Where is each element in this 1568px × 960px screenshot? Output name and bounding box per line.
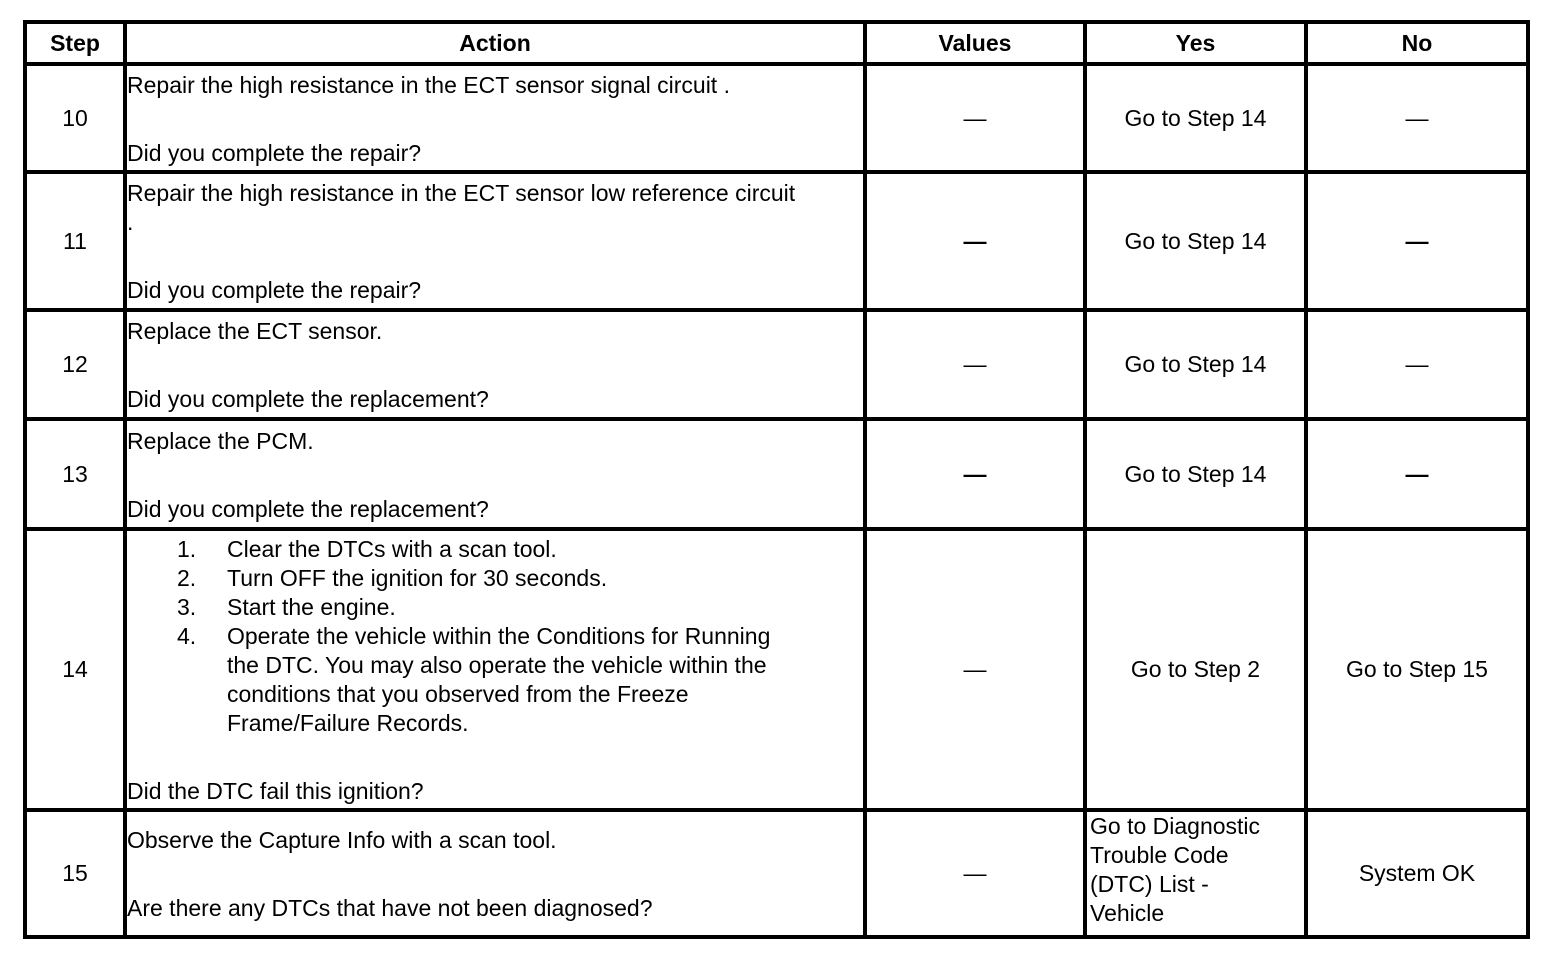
- list-item-text: the DTC. You may also operate the vehicl…: [227, 652, 767, 678]
- yes-cell: Go to Step 14: [1083, 62, 1308, 174]
- yes-cell-text: Vehicle: [1090, 900, 1165, 926]
- table-row: 11 Repair the high resistance in the ECT…: [23, 170, 1530, 312]
- list-item: 2. Turn OFF the ignition for 30 seconds.: [177, 564, 863, 593]
- yes-cell: Go to Diagnostic Trouble Code (DTC) List…: [1083, 808, 1308, 939]
- list-item-text: Clear the DTCs with a scan tool.: [227, 536, 557, 562]
- list-item-number: 4.: [177, 623, 197, 649]
- values-cell: —: [863, 62, 1087, 174]
- action-text: Observe the Capture Info with a scan too…: [127, 827, 557, 853]
- action-question: Did you complete the replacement?: [127, 386, 489, 412]
- list-item-text: Frame/Failure Records.: [227, 710, 469, 736]
- action-cell: Repair the high resistance in the ECT se…: [123, 170, 867, 312]
- yes-cell-text: Trouble Code: [1090, 842, 1229, 868]
- action-text: Repair the high resistance in the ECT se…: [127, 71, 730, 98]
- list-item: 3. Start the engine.: [177, 593, 863, 622]
- yes-cell: Go to Step 2: [1083, 527, 1308, 812]
- action-cell: Observe the Capture Info with a scan too…: [123, 808, 867, 939]
- list-item-text: Turn OFF the ignition for 30 seconds.: [227, 565, 608, 591]
- list-item-text: Operate the vehicle within the Condition…: [227, 623, 771, 649]
- action-text: Repair the high resistance in the ECT se…: [127, 180, 796, 206]
- action-question: Did you complete the repair?: [127, 139, 422, 166]
- values-cell: —: [863, 308, 1087, 421]
- no-cell: —: [1304, 62, 1530, 174]
- action-question: Are there any DTCs that have not been di…: [127, 895, 653, 921]
- list-item-number: 1.: [177, 536, 197, 562]
- values-cell: —: [863, 808, 1087, 939]
- values-cell: —: [863, 170, 1087, 312]
- action-text: Replace the PCM.: [127, 427, 314, 454]
- header-step: Step: [23, 20, 127, 66]
- action-text-continued: .: [127, 209, 134, 235]
- step-number: 10: [23, 62, 127, 174]
- action-cell: 1. Clear the DTCs with a scan tool. 2. Tur…: [123, 527, 867, 812]
- action-cell: Replace the ECT sensor. Did you complete…: [123, 308, 867, 421]
- step-number: 13: [23, 417, 127, 531]
- action-question: Did you complete the replacement?: [127, 495, 489, 522]
- procedure-list: 1. Clear the DTCs with a scan tool. 2. Tur…: [127, 535, 863, 738]
- action-question: Did the DTC fail this ignition?: [127, 778, 424, 804]
- no-cell: —: [1304, 417, 1530, 531]
- list-item-text: Start the engine.: [227, 594, 396, 620]
- header-no: No: [1304, 20, 1530, 66]
- header-action: Action: [123, 20, 867, 66]
- step-number: 12: [23, 308, 127, 421]
- no-cell: System OK: [1304, 808, 1530, 939]
- header-yes: Yes: [1083, 20, 1308, 66]
- action-cell: Repair the high resistance in the ECT se…: [123, 62, 867, 174]
- action-question: Did you complete the repair?: [127, 277, 422, 303]
- list-item-number: 2.: [177, 565, 197, 591]
- table-row: 12 Replace the ECT sensor. Did you compl…: [23, 308, 1530, 421]
- values-cell: —: [863, 417, 1087, 531]
- step-number: 15: [23, 808, 127, 939]
- list-item-number: 3.: [177, 594, 197, 620]
- yes-cell: Go to Step 14: [1083, 417, 1308, 531]
- list-item: 1. Clear the DTCs with a scan tool.: [177, 535, 863, 564]
- header-row: Step Action Values Yes No: [23, 20, 1530, 66]
- table-row: 13 Replace the PCM. Did you complete the…: [23, 417, 1530, 531]
- list-item: 4. Operate the vehicle within the Condit…: [177, 622, 863, 738]
- no-cell: Go to Step 15: [1304, 527, 1530, 812]
- yes-cell-text: Go to Diagnostic: [1090, 813, 1261, 839]
- header-values: Values: [863, 20, 1087, 66]
- no-cell: —: [1304, 308, 1530, 421]
- action-text: Replace the ECT sensor.: [127, 318, 383, 344]
- no-cell: —: [1304, 170, 1530, 312]
- table-row: 14 1. Clear the DTCs with a scan tool. 2.…: [23, 527, 1530, 812]
- diagnostic-table: Step Action Values Yes No 10 Repair the …: [23, 20, 1530, 939]
- yes-cell-text: (DTC) List -: [1090, 871, 1209, 897]
- action-cell: Replace the PCM. Did you complete the re…: [123, 417, 867, 531]
- yes-cell: Go to Step 14: [1083, 308, 1308, 421]
- table-row: 15 Observe the Capture Info with a scan …: [23, 808, 1530, 939]
- values-cell: —: [863, 527, 1087, 812]
- table-row: 10 Repair the high resistance in the ECT…: [23, 62, 1530, 174]
- step-number: 11: [23, 170, 127, 312]
- yes-cell: Go to Step 14: [1083, 170, 1308, 312]
- step-number: 14: [23, 527, 127, 812]
- list-item-text: conditions that you observed from the Fr…: [227, 681, 689, 707]
